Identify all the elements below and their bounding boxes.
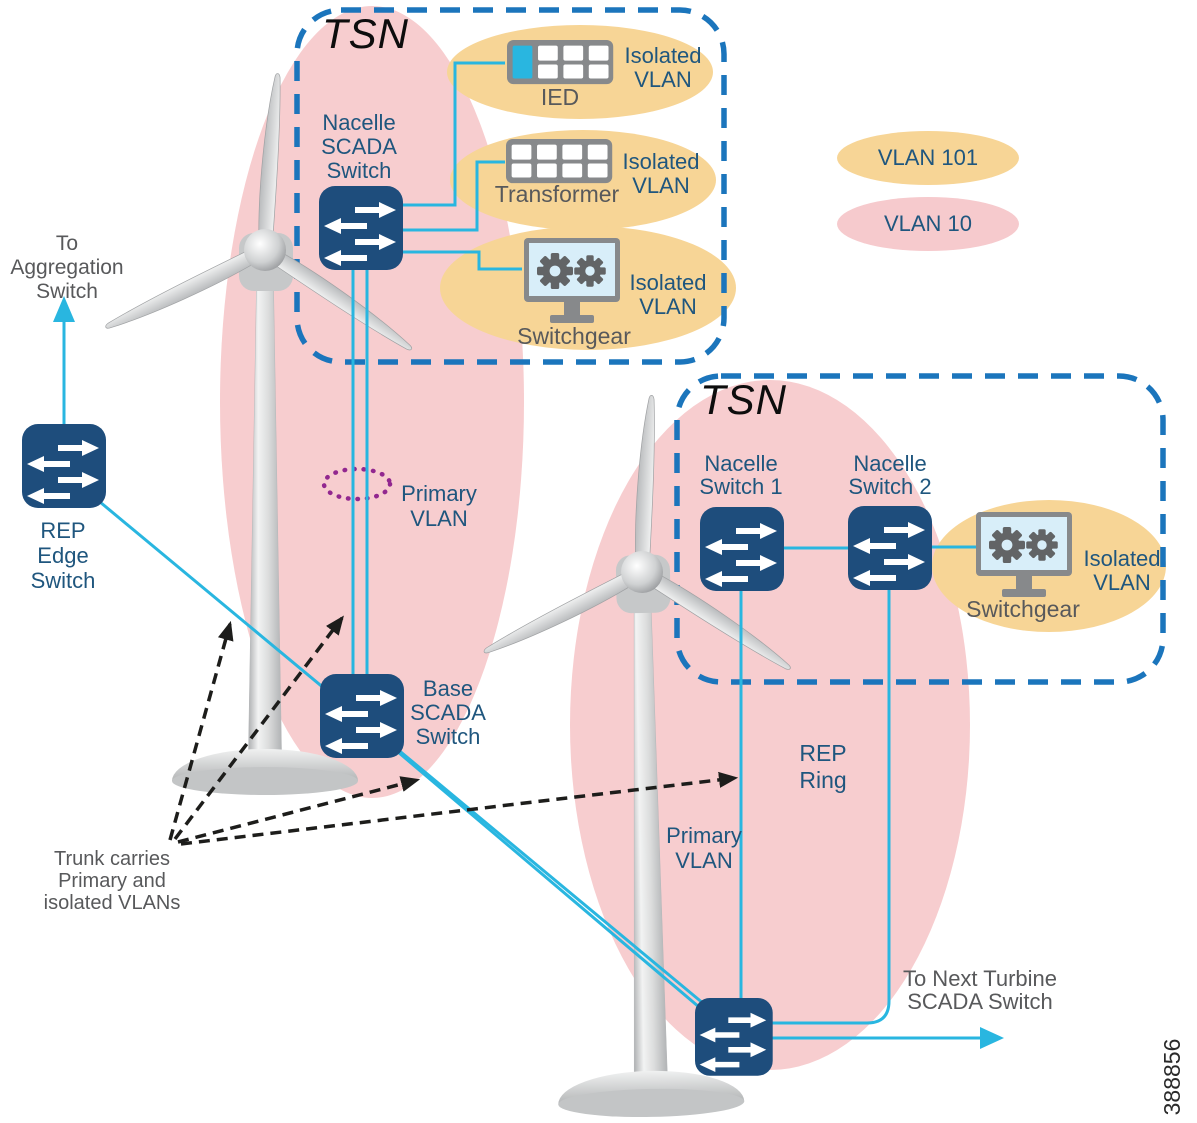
rep-edge-switch-icon: [22, 424, 106, 508]
tsn-boundary-2: [674, 373, 1166, 685]
nacelle-switch1-label: Nacelle Switch 1: [699, 451, 783, 499]
nacelle-scada-switch-icon: [319, 186, 403, 270]
link-nacelle-to-switchgear1: [402, 250, 522, 271]
rep-ring-label: REP Ring: [799, 740, 847, 793]
rep-edge-switch-label: REP Edge Switch: [30, 518, 96, 593]
primary-vlan-dotted-ring: [321, 466, 393, 502]
figure-number: 388856: [1159, 1038, 1185, 1116]
base-scada-switch-icon: [320, 674, 404, 758]
trunk-annotation-arrows: [168, 615, 739, 846]
trunk-note-label: Trunk carries Primary and isolated VLANs: [43, 848, 181, 914]
primary-vlan-label-2: Primary VLAN: [666, 823, 742, 873]
transformer-icon: [506, 139, 613, 184]
nacelle-switch1-icon: [700, 507, 784, 591]
next-turbine-arrowhead: [980, 1027, 1004, 1049]
legend-vlan101-label: VLAN 101: [877, 145, 979, 170]
switchgear1-label: Switchgear: [517, 323, 631, 349]
turbine2-base-switch-icon: [695, 998, 773, 1076]
ied-icon: [507, 40, 614, 85]
legend-vlan10-label: VLAN 10: [883, 211, 973, 236]
to-next-turbine-label: To Next Turbine SCADA Switch: [902, 966, 1058, 1014]
nacelle-switch2-label: Nacelle Switch 2: [848, 451, 932, 499]
primary-vlan-label-1: Primary VLAN: [401, 481, 477, 531]
legend-vlan101-ellipse: [837, 131, 1019, 185]
nacelle-scada-switch-label: Nacelle SCADA Switch: [321, 110, 397, 183]
transformer-label: Transformer: [494, 181, 620, 207]
link-rep-edge-to-turbine2: [99, 500, 705, 1006]
tsn-label-1: TSN: [322, 10, 409, 57]
link-nacelle-to-transformer: [402, 160, 505, 232]
uplink-arrowhead: [53, 296, 75, 322]
switchgear2-label: Switchgear: [966, 596, 1080, 622]
ied-label: IED: [540, 84, 580, 110]
isolated-vlan-label-switchgear1: Isolated VLAN: [629, 270, 707, 319]
isolated-vlan-label-ied: Isolated VLAN: [624, 43, 702, 92]
network-links: [62, 61, 982, 1040]
link-base-to-turbine2: [397, 750, 713, 1020]
tsn-boundary-1: [294, 7, 727, 365]
base-scada-switch-label: Base SCADA Switch: [410, 676, 486, 749]
to-aggregation-label: To Aggregation Switch: [10, 232, 124, 303]
rep-ring-right-leg: [772, 589, 891, 1025]
tsn-label-2: TSN: [700, 376, 787, 423]
link-nacelle-to-ied: [402, 61, 505, 207]
legend-vlan10-ellipse: [837, 197, 1019, 251]
isolated-vlan-label-transformer: Isolated VLAN: [622, 149, 700, 198]
isolated-vlan-label-switchgear2: Isolated VLAN: [1083, 546, 1161, 595]
nacelle-switch2-icon: [848, 506, 932, 590]
